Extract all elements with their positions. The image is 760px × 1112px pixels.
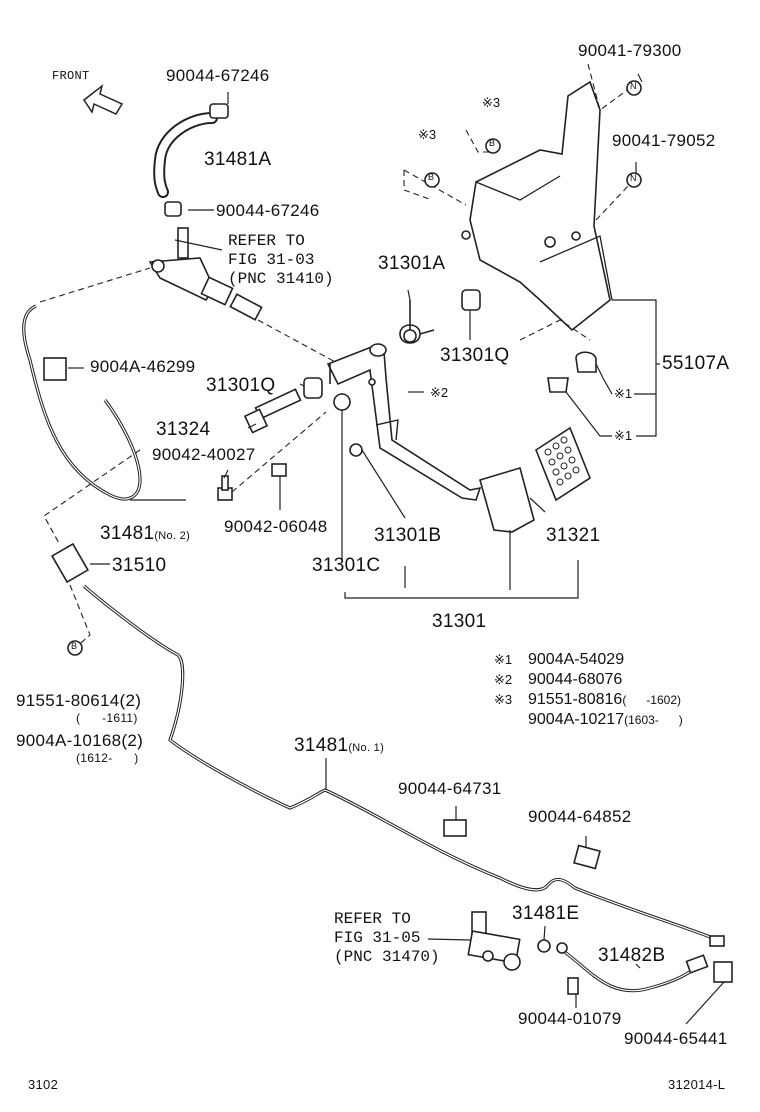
hose-clamp-lower-icon <box>164 201 182 217</box>
tube-clip-2-icon <box>573 844 601 870</box>
part-31481-no1-suffix: (No. 1) <box>348 742 385 754</box>
part-31481-no1-number: 31481 <box>294 735 349 756</box>
part-9004A-10168-range: (1612- ) <box>76 751 139 765</box>
pedal-pad-rubber-drawing <box>535 426 591 502</box>
part-31301C[interactable]: 31301C <box>312 555 381 576</box>
letter-b-top: B <box>489 138 496 148</box>
bushing-left-icon <box>303 377 323 399</box>
part-90044-65441[interactable]: 90044-65441 <box>624 1029 728 1048</box>
refer1-line3: (PNC 31410) <box>228 270 334 288</box>
letter-b-bottom: B <box>71 641 78 651</box>
letter-n-top: N <box>630 81 637 91</box>
part-31481-no2-suffix: (No. 2) <box>154 530 191 542</box>
pedal-stopper-icon <box>349 443 363 457</box>
part-90042-40027[interactable]: 90042-40027 <box>152 445 256 464</box>
letter-n-mid: N <box>630 173 637 183</box>
collar-icon <box>333 393 351 411</box>
part-31324[interactable]: 31324 <box>156 419 211 440</box>
part-31481-no2[interactable]: 31481(No. 2) <box>100 524 190 543</box>
pedal-pad-icon <box>479 466 535 533</box>
lock-nut-icon <box>271 463 287 477</box>
pedal-bracket-drawing <box>461 80 613 332</box>
part-90041-79052[interactable]: 90041-79052 <box>612 131 716 150</box>
bushing-right-icon <box>461 289 481 311</box>
part-91551-80614-range: ( -1611) <box>76 711 138 725</box>
part-55107A[interactable]: 55107A <box>662 353 730 374</box>
part-90042-06048[interactable]: 90042-06048 <box>224 517 328 536</box>
part-31481-no2-number: 31481 <box>100 523 155 544</box>
note2-mark: ※2 <box>494 672 513 687</box>
note3-part[interactable]: 91551-80816 <box>528 691 623 708</box>
part-31301Q-left[interactable]: 31301Q <box>206 375 276 396</box>
hose-clamp-top-icon <box>209 103 229 119</box>
refer-note-release-cylinder[interactable]: REFER TO FIG 31-05 (PNC 31470) <box>334 910 440 967</box>
clutch-pedal-drawing <box>326 343 482 501</box>
footer-page-ref: 3102 <box>28 1077 59 1092</box>
part-90044-67246-mid[interactable]: 90044-67246 <box>216 201 320 220</box>
hose-bracket-icon <box>713 961 733 983</box>
master-cylinder-drawing <box>148 227 263 321</box>
part-31481-no1[interactable]: 31481(No. 1) <box>294 736 384 755</box>
part-31301A[interactable]: 31301A <box>378 253 446 274</box>
footer-figure-code: 312014-L <box>668 1077 726 1092</box>
note-row-4: 9004A-10217(1603- ) <box>494 712 683 728</box>
bracket-clips-drawing <box>547 351 597 393</box>
note3-mark: ※3 <box>494 692 513 707</box>
mark3-top: ※3 <box>482 95 501 110</box>
letter-b-left: B <box>428 172 435 182</box>
reservoir-hose-drawing <box>153 103 229 217</box>
union-bolt-icon <box>567 977 579 995</box>
part-31482B[interactable]: 31482B <box>598 945 666 966</box>
part-90044-67246-top[interactable]: 90044-67246 <box>166 66 270 85</box>
note-row-2: ※2 90044-68076 <box>494 672 622 688</box>
stopper-bolt-drawing <box>217 475 233 501</box>
clip-icon <box>43 357 67 381</box>
note-row-3: ※3 91551-80816( -1602) <box>494 692 681 708</box>
front-arrow-icon <box>82 84 124 115</box>
refer1-line2: FIG 31-03 <box>228 251 315 269</box>
refer2-line1: REFER TO <box>334 910 411 928</box>
note4-part[interactable]: 9004A-10217 <box>528 711 625 728</box>
part-90041-79300[interactable]: 90041-79300 <box>578 41 682 60</box>
refer1-line1: REFER TO <box>228 232 305 250</box>
release-cylinder-drawing <box>467 911 521 971</box>
bracket-clip-icon <box>537 939 551 953</box>
note3-range: ( -1602) <box>622 693 681 707</box>
note1-part[interactable]: 9004A-54029 <box>528 651 625 668</box>
refer2-line3: (PNC 31470) <box>334 948 440 966</box>
part-90044-64731[interactable]: 90044-64731 <box>398 779 502 798</box>
part-31321[interactable]: 31321 <box>546 525 601 546</box>
return-spring-drawing <box>399 300 435 344</box>
mark1-lower: ※1 <box>614 428 633 443</box>
mark2-pedal: ※2 <box>430 385 449 400</box>
part-31301B[interactable]: 31301B <box>374 525 442 546</box>
part-31301[interactable]: 31301 <box>432 611 487 632</box>
tube-no1-drawing <box>82 584 725 947</box>
mark1-upper: ※1 <box>614 386 633 401</box>
part-31301Q-right[interactable]: 31301Q <box>440 345 510 366</box>
tube-no2-drawing <box>22 304 142 501</box>
front-label: FRONT <box>52 69 90 83</box>
refer-note-master-cylinder[interactable]: REFER TO FIG 31-03 (PNC 31410) <box>228 232 334 289</box>
part-91551-80614[interactable]: 91551-80614(2) <box>16 691 142 710</box>
part-90044-64852[interactable]: 90044-64852 <box>528 807 632 826</box>
damper-drawing <box>51 542 89 584</box>
flex-hose-drawing <box>556 942 709 993</box>
note-row-1: ※1 9004A-54029 <box>494 652 624 668</box>
note4-range: (1603- ) <box>624 713 683 727</box>
mark3-left: ※3 <box>418 127 437 142</box>
part-9004A-10168[interactable]: 9004A-10168(2) <box>16 731 144 750</box>
part-31481A[interactable]: 31481A <box>204 149 272 170</box>
note1-mark: ※1 <box>494 652 513 667</box>
note2-part[interactable]: 90044-68076 <box>528 671 623 688</box>
part-31510[interactable]: 31510 <box>112 555 167 576</box>
part-31481E[interactable]: 31481E <box>512 903 580 924</box>
refer2-line2: FIG 31-05 <box>334 929 421 947</box>
part-90044-01079[interactable]: 90044-01079 <box>518 1009 622 1028</box>
part-9004A-46299[interactable]: 9004A-46299 <box>90 357 196 376</box>
tube-clip-1-icon <box>443 819 467 837</box>
